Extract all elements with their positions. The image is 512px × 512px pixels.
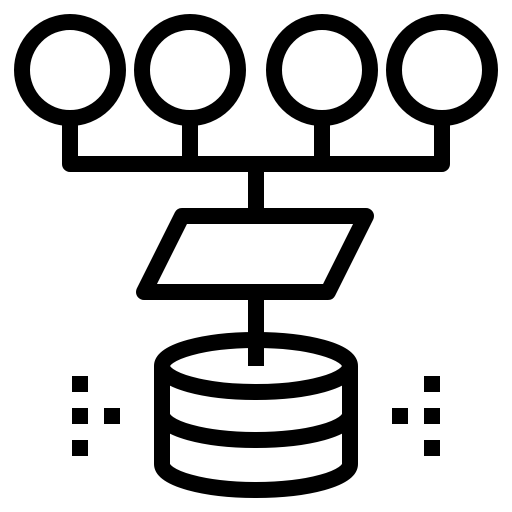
parallelogram-icon: [136, 208, 374, 300]
connector-lines: [62, 118, 450, 216]
database-icon: [154, 332, 358, 498]
node-circle-icon: [14, 14, 126, 126]
left-dots-icon: [72, 376, 120, 456]
node-circle-icon: [134, 14, 246, 126]
node-circle-icon: [386, 14, 498, 126]
node-circle-icon: [266, 14, 378, 126]
right-dots-icon: [392, 376, 440, 456]
